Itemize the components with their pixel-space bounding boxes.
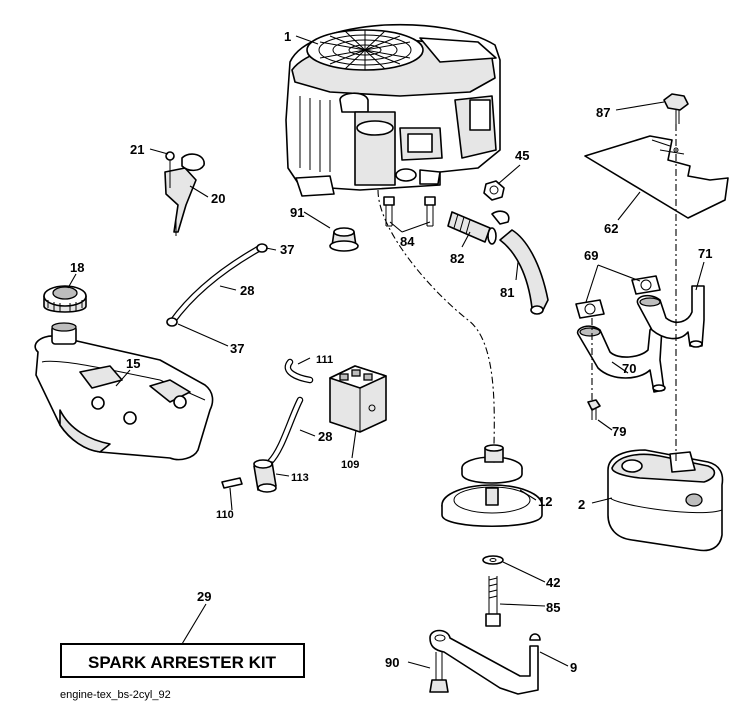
- drive-rod: [429, 629, 541, 695]
- callout-pulley: 12: [538, 494, 552, 509]
- callout-exhaust-pipe-right: 71: [698, 246, 712, 261]
- callout-numbers: 1 21 20 45 91 84 82 81 87 62 69 71 70 79…: [70, 29, 712, 675]
- oil-drain-hose: [499, 229, 549, 315]
- callout-spark-kit: 29: [197, 589, 211, 604]
- spark-arrester-label: SPARK ARRESTER KIT: [88, 653, 277, 672]
- oil-fill-cap: [329, 227, 359, 252]
- callout-fuel-tank: 15: [126, 356, 140, 371]
- callout-fitting: 110: [216, 509, 234, 521]
- footer-code: engine-tex_bs-2cyl_92: [60, 689, 171, 701]
- callout-engine-bolts: 84: [400, 234, 415, 249]
- callout-fuel-filter: 113: [291, 472, 309, 484]
- throttle-bracket: [164, 151, 205, 236]
- nut: [483, 180, 505, 201]
- pipe-bolt: [587, 399, 601, 420]
- engine-bolts: [383, 196, 436, 227]
- pulley: [441, 444, 543, 528]
- washer: [482, 555, 504, 565]
- heat-shield: [584, 135, 729, 219]
- callout-oil-drain-hose: 81: [500, 285, 514, 300]
- callout-exhaust-pipe-left: 70: [622, 361, 636, 376]
- callout-clamp-lower: 37: [230, 341, 244, 356]
- fuel-hose-lower: [266, 396, 304, 466]
- callout-drive-rod: 9: [570, 660, 577, 675]
- muffler: [607, 449, 724, 552]
- callout-hose-filter: 28: [318, 429, 332, 444]
- callout-engine: 1: [284, 29, 291, 44]
- callout-pulley-bolt: 85: [546, 600, 560, 615]
- pulley-bolt: [485, 576, 501, 627]
- vacuum-line: [284, 358, 314, 384]
- callout-washer: 42: [546, 575, 560, 590]
- callout-hose-top: 28: [240, 283, 254, 298]
- fuel-tank: [34, 322, 214, 461]
- spark-arrester-kit-box: SPARK ARRESTER KIT: [60, 643, 305, 678]
- callout-gaskets: 69: [584, 248, 598, 263]
- shield-screw: [663, 93, 689, 124]
- callout-fuel-pump: 109: [341, 459, 359, 471]
- fuel-pump: [329, 365, 387, 433]
- callout-oil-fill-cap: 91: [290, 205, 304, 220]
- rod-bolt: [429, 652, 449, 693]
- fitting: [221, 477, 243, 489]
- fuel-filter: [253, 459, 277, 493]
- callout-shield-screw: 87: [596, 105, 610, 120]
- callout-heat-shield: 62: [604, 221, 618, 236]
- callout-bracket: 20: [211, 191, 225, 206]
- fuel-cap: [43, 285, 87, 313]
- callout-clamp-upper: 37: [280, 242, 294, 257]
- engine: [285, 23, 501, 197]
- callout-screw: 21: [130, 142, 144, 157]
- assembly-line-pulley: [377, 189, 495, 445]
- callout-fuel-cap: 18: [70, 260, 84, 275]
- callout-vacuum-line: 111: [316, 354, 333, 366]
- callout-nut: 45: [515, 148, 529, 163]
- fuel-hose-upper: [166, 243, 268, 327]
- oil-drain-valve: [447, 210, 510, 245]
- callout-pipe-bolt: 79: [612, 424, 626, 439]
- callout-muffler: 2: [578, 497, 585, 512]
- leader-lines: [67, 35, 705, 669]
- callout-rod-bolt: 90: [385, 655, 399, 670]
- exhaust-pipes: [576, 285, 705, 393]
- callout-drain-valve: 82: [450, 251, 464, 266]
